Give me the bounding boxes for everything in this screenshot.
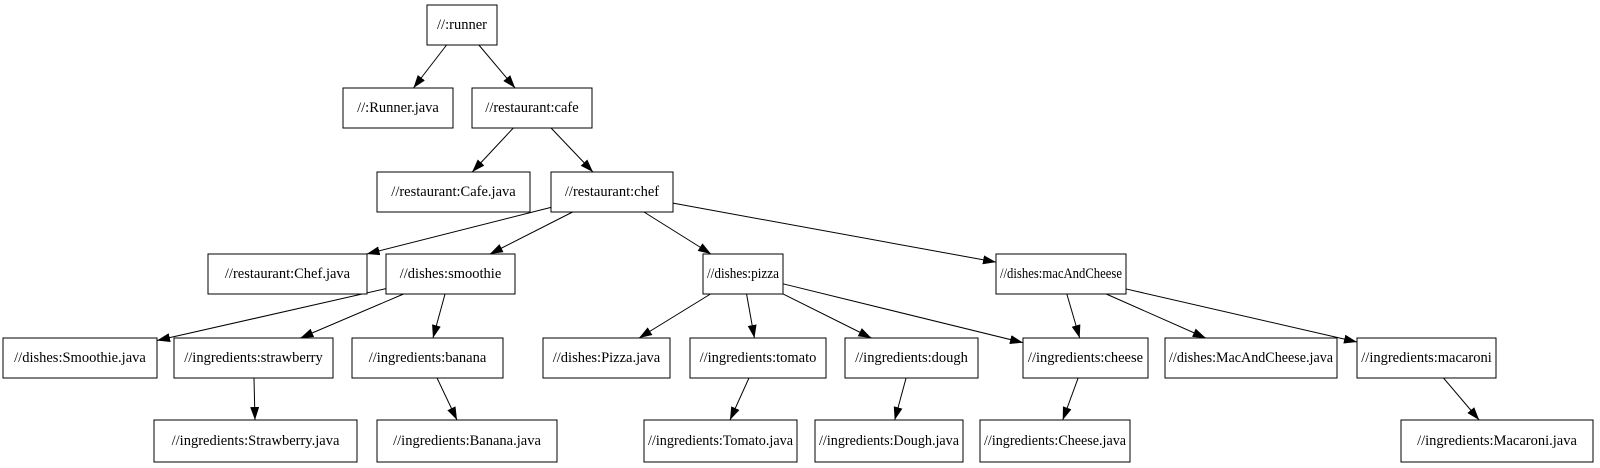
node-label-banana-java: //ingredients:Banana.java [393, 433, 541, 449]
node-label-macaroni-java: //ingredients:Macaroni.java [1417, 433, 1577, 449]
graph-node-runner-java: //:Runner.java [342, 87, 454, 129]
graph-node-cafe: //restaurant:cafe [471, 87, 593, 129]
graph-node-dough: //ingredients:dough [844, 337, 979, 379]
node-label-chef-java: //restaurant:Chef.java [225, 266, 351, 282]
graph-node-macaroni: //ingredients:macaroni [1356, 337, 1497, 379]
node-layer: //:runner //:Runner.java //restaurant:cafe… [2, 4, 1594, 463]
edge-banana-to-banana-java [436, 377, 458, 421]
edge-mac-and-cheese-to-cheese [1066, 293, 1081, 339]
edge-smoothie-to-banana [432, 293, 446, 339]
edge-cafe-to-chef [550, 127, 594, 173]
node-box-banana [351, 337, 504, 379]
graph-node-tomato: //ingredients:tomato [689, 337, 827, 379]
graph-node-mac-and-cheese: //dishes:macAndCheese [995, 253, 1127, 295]
graph-node-strawberry: //ingredients:strawberry [173, 337, 334, 379]
edge-chef-to-smoothie [489, 211, 573, 255]
edge-mac-and-cheese-to-mac-and-cheese-java [1106, 293, 1206, 339]
node-box-pizza-java [542, 337, 671, 379]
node-box-mac-and-cheese-java [1164, 337, 1338, 379]
node-box-strawberry-java [153, 419, 358, 463]
node-box-banana-java [376, 419, 558, 463]
graph-node-chef: //restaurant:chef [550, 171, 674, 213]
graph-node-pizza-java: //dishes:Pizza.java [542, 337, 671, 379]
node-box-smoothie-java [2, 337, 158, 379]
node-box-cheese [1022, 337, 1149, 379]
edge-smoothie-to-smoothie-java [156, 288, 387, 343]
node-box-runner-java [342, 87, 454, 129]
edge-chef-to-pizza [643, 211, 712, 255]
node-label-strawberry-java: //ingredients:Strawberry.java [172, 433, 340, 449]
edge-mac-and-cheese-to-macaroni [1125, 288, 1358, 344]
node-box-smoothie [385, 253, 516, 295]
node-label-mac-and-cheese: //dishes:macAndCheese [1000, 266, 1122, 282]
graph-node-smoothie-java: //dishes:Smoothie.java [2, 337, 158, 379]
edge-cafe-to-cafe-java [471, 127, 514, 173]
node-box-runner [426, 4, 498, 46]
node-label-runner-java: //:Runner.java [357, 100, 439, 116]
graph-node-cheese-java: //ingredients:Cheese.java [979, 419, 1131, 463]
node-label-dough-java: //ingredients:Dough.java [819, 433, 960, 449]
node-box-dough-java [814, 419, 964, 463]
edge-pizza-to-pizza-java [638, 293, 711, 339]
node-label-runner: //:runner [437, 17, 487, 33]
graph-node-chef-java: //restaurant:Chef.java [207, 253, 368, 295]
node-label-pizza: //dishes:pizza [707, 266, 780, 282]
graph-node-banana: //ingredients:banana [351, 337, 504, 379]
graph-node-cheese: //ingredients:cheese [1022, 337, 1149, 379]
graph-node-mac-and-cheese-java: //dishes:MacAndCheese.java [1164, 337, 1338, 379]
node-box-chef [550, 171, 674, 213]
node-box-chef-java [207, 253, 368, 295]
edge-tomato-to-tomato-java [729, 377, 750, 421]
node-label-cafe: //restaurant:cafe [485, 100, 578, 116]
node-label-banana: //ingredients:banana [369, 350, 487, 366]
node-label-tomato: //ingredients:tomato [700, 350, 817, 366]
edge-pizza-to-dough [782, 293, 872, 339]
graph-node-strawberry-java: //ingredients:Strawberry.java [153, 419, 358, 463]
node-box-macaroni-java [1400, 419, 1594, 463]
graph-node-dough-java: //ingredients:Dough.java [814, 419, 964, 463]
edge-pizza-to-tomato [746, 293, 757, 339]
edge-chef-to-chef-java [366, 206, 552, 256]
node-label-smoothie-java: //dishes:Smoothie.java [14, 350, 146, 366]
edge-chef-to-mac-and-cheese [672, 202, 997, 265]
edge-runner-to-cafe [478, 44, 516, 89]
edge-strawberry-to-strawberry-java [250, 377, 260, 421]
node-label-pizza-java: //dishes:Pizza.java [553, 350, 661, 366]
node-label-mac-and-cheese-java: //dishes:MacAndCheese.java [1169, 350, 1334, 366]
node-label-cheese: //ingredients:cheese [1028, 350, 1143, 366]
node-box-tomato [689, 337, 827, 379]
graph-node-runner: //:runner [426, 4, 498, 46]
graph-node-smoothie: //dishes:smoothie [385, 253, 516, 295]
graph-node-tomato-java: //ingredients:Tomato.java [643, 419, 798, 463]
edge-macaroni-to-macaroni-java [1443, 377, 1480, 421]
node-label-cheese-java: //ingredients:Cheese.java [984, 433, 1127, 449]
node-label-tomato-java: //ingredients:Tomato.java [648, 433, 794, 449]
edge-cheese-to-cheese-java [1062, 377, 1079, 421]
node-label-cafe-java: //restaurant:Cafe.java [391, 184, 516, 200]
graph-node-cafe-java: //restaurant:Cafe.java [376, 171, 531, 213]
graph-node-banana-java: //ingredients:Banana.java [376, 419, 558, 463]
node-box-cheese-java [979, 419, 1131, 463]
node-box-pizza [702, 253, 784, 295]
graph-node-macaroni-java: //ingredients:Macaroni.java [1400, 419, 1594, 463]
edge-pizza-to-cheese [782, 283, 1024, 344]
node-label-smoothie: //dishes:smoothie [400, 266, 502, 282]
node-label-strawberry: //ingredients:strawberry [184, 350, 323, 366]
node-label-dough: //ingredients:dough [855, 350, 969, 366]
node-label-macaroni: //ingredients:macaroni [1361, 350, 1491, 366]
edge-smoothie-to-strawberry [300, 293, 404, 339]
node-box-tomato-java [643, 419, 798, 463]
edge-dough-to-dough-java [893, 377, 907, 421]
node-box-macaroni [1356, 337, 1497, 379]
node-box-strawberry [173, 337, 334, 379]
node-box-cafe-java [376, 171, 531, 213]
edge-layer [156, 44, 1480, 421]
node-box-cafe [471, 87, 593, 129]
node-label-chef: //restaurant:chef [565, 184, 659, 200]
edge-runner-to-runner-java [413, 44, 447, 89]
node-box-dough [844, 337, 979, 379]
graph-node-pizza: //dishes:pizza [702, 253, 784, 295]
node-box-mac-and-cheese [995, 253, 1127, 295]
